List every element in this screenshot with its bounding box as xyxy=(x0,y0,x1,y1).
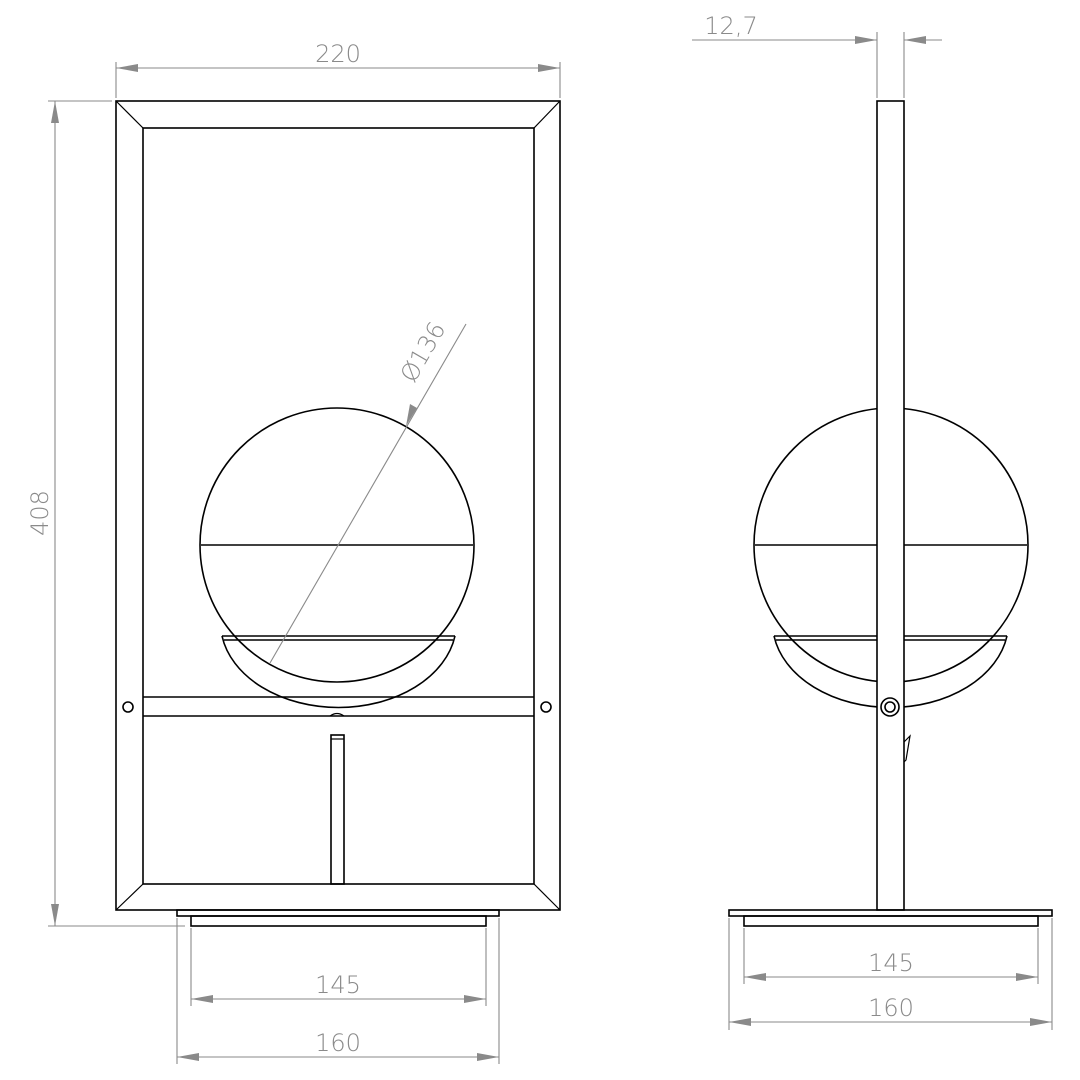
frame-mitre-tl xyxy=(115,100,144,129)
front-frame-inner xyxy=(142,127,535,885)
arrow-front-height-bottom xyxy=(51,904,59,926)
dim-front-base-inner: 145 xyxy=(315,971,361,999)
dim-side-base-inner: 145 xyxy=(868,949,914,977)
frame-mitre-br xyxy=(533,883,561,911)
arrow-front-width-right xyxy=(538,64,560,72)
arrow-front-base-inner-left xyxy=(191,995,213,1003)
front-bowl xyxy=(221,635,456,709)
side-pole xyxy=(876,100,905,911)
dim-side-base-outer: 160 xyxy=(868,994,914,1022)
dim-front-base-outer: 160 xyxy=(315,1029,361,1057)
arrow-front-height-top xyxy=(51,101,59,123)
arrow-side-thickness-left xyxy=(855,36,877,44)
arrow-front-base-outer-left xyxy=(177,1053,199,1061)
arrow-front-width-left xyxy=(116,64,138,72)
front-base-plate xyxy=(176,909,500,917)
side-pivot-outer xyxy=(880,697,900,717)
front-frame-outer xyxy=(115,100,561,911)
front-crossbar-notch xyxy=(329,712,345,717)
arrow-side-base-outer-right xyxy=(1030,1018,1052,1026)
dim-front-height: 408 xyxy=(26,490,54,536)
side-base-plate xyxy=(728,909,1053,917)
arrow-side-base-inner-right xyxy=(1016,973,1038,981)
frame-mitre-bl xyxy=(115,883,144,911)
side-view xyxy=(728,100,1053,927)
arrow-front-base-inner-right xyxy=(464,995,486,1003)
front-pivot-right xyxy=(540,701,552,713)
side-pivot-inner xyxy=(884,701,896,713)
arrow-side-base-inner-left xyxy=(744,973,766,981)
arrow-side-base-outer-left xyxy=(729,1018,751,1026)
arrow-front-base-outer-right xyxy=(477,1053,499,1061)
dim-sphere-diameter: Ø136 xyxy=(395,317,452,387)
side-dimensions: 12,7 145 160 xyxy=(692,12,1053,1030)
side-base-foot xyxy=(743,915,1039,927)
arrow-side-thickness-right xyxy=(904,36,926,44)
dim-side-thickness: 12,7 xyxy=(704,12,757,40)
arrow-sphere-diameter xyxy=(406,404,417,426)
front-base-foot xyxy=(190,915,487,927)
front-sphere xyxy=(199,407,475,683)
front-center-stem xyxy=(330,734,345,885)
side-switch xyxy=(903,734,911,763)
frame-mitre-tr xyxy=(533,100,561,129)
front-pivot-left xyxy=(122,701,134,713)
front-view xyxy=(115,100,561,927)
dim-line-sphere-diameter xyxy=(269,323,467,664)
dim-front-width: 220 xyxy=(315,40,361,68)
